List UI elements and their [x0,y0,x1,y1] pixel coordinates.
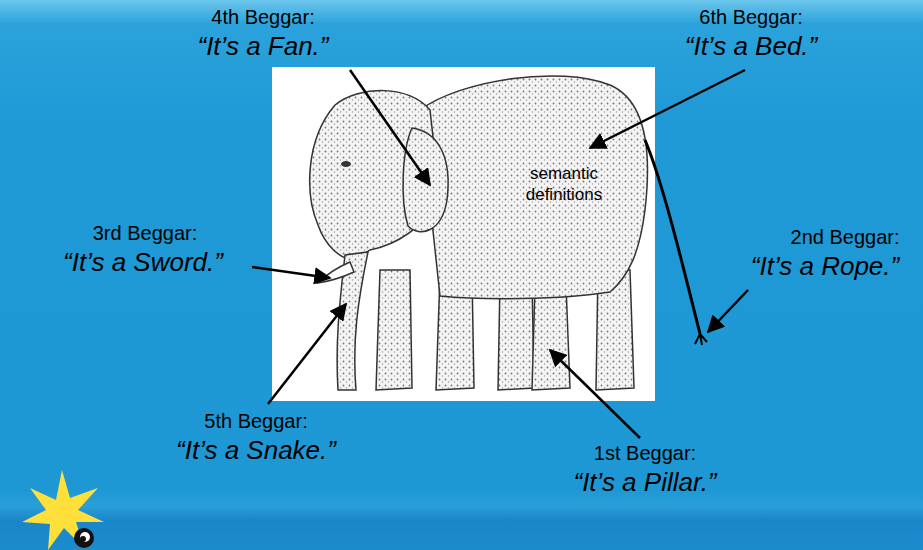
beggar-quote: “It’s a Fan.” [197,32,328,62]
beggar-name: 6th Beggar: [699,6,802,29]
node-text: semantic definitions [516,163,612,206]
beggar-quote: “It’s a Snake.” [176,436,336,466]
beggar-name: 1st Beggar: [594,442,696,465]
pbs-logo [22,470,104,550]
picture-panel [272,67,655,401]
beggar-quote: “It’s a Sword.” [63,248,223,278]
beggar-name: 5th Beggar: [204,410,307,433]
beggar-name: 3rd Beggar: [93,222,198,245]
beggar-name: 4th Beggar: [211,6,314,29]
beggar-quote: “It’s a Bed.” [685,32,817,62]
beggar-name: 2nd Beggar: [791,226,900,249]
beggar-quote: “It’s a Rope.” [751,252,899,282]
picture-box: semantic definitions [272,67,655,401]
beggar-quote: “It’s a Pillar.” [573,468,716,498]
